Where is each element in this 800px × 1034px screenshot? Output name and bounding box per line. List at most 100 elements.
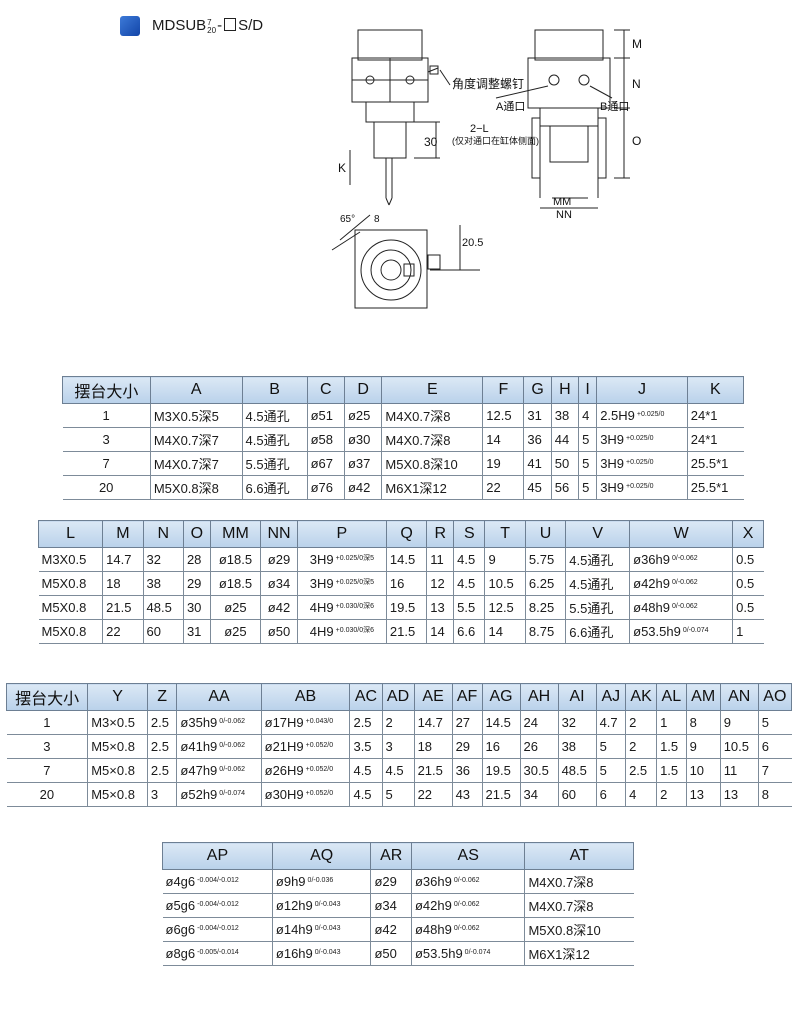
column-header: B [241, 376, 308, 404]
column-header: L [37, 520, 104, 548]
cell-value: 4 [582, 408, 590, 423]
cell-value: M3X0.5 [41, 552, 87, 567]
table-cell: 16 [481, 734, 521, 759]
table-cell: 6.6 [453, 619, 485, 644]
cell-tolerance: 0/-0.062 [453, 925, 480, 932]
table-cell: ø30H9+0.052/0 [260, 782, 350, 807]
cell-value: 22 [417, 787, 433, 802]
cell-value: 4 [629, 787, 637, 802]
cell-value: 28 [186, 552, 202, 567]
table-cell: 4H9+0.030/0深6 [296, 595, 387, 620]
cell-value: ø18.5 [218, 576, 253, 591]
table-cell: 13 [426, 595, 454, 620]
table-cell: 18 [413, 734, 453, 759]
table-cell: ø26H9+0.052/0 [260, 758, 350, 783]
cell-value: 50 [554, 456, 570, 471]
table-cell: 4.5 [453, 571, 485, 596]
cell-value: ø30 [347, 432, 371, 447]
table-cell: 3H9+0.025/0深5 [296, 571, 387, 596]
cell-value: 1 [43, 715, 51, 730]
column-header: G [523, 376, 552, 404]
column-header: Y [87, 683, 148, 711]
cell-value: 4.5 [353, 787, 372, 802]
cell-value: M3×0.5 [91, 715, 135, 730]
cell-tolerance: -0.005/-0.014 [197, 949, 239, 956]
column-header: AJ [595, 683, 627, 711]
cell-value: 14 [488, 624, 503, 639]
cell-value: ø67 [310, 456, 333, 471]
table-cell: 13 [719, 782, 759, 807]
cell-value: 6 [761, 739, 769, 754]
cell-value: M4X0.7深8 [528, 875, 594, 890]
cell-value: ø76 [310, 480, 333, 495]
table-cell: 60 [557, 782, 597, 807]
cell-value: ø47h9 [180, 763, 218, 778]
cell-value: 4.5通孔 [569, 577, 614, 592]
table-cell: 10 [685, 758, 721, 783]
column-header: F [482, 376, 525, 404]
cell-value: ø42 [347, 480, 371, 495]
cell-value: 24*1 [690, 432, 718, 447]
table-cell: 2.5 [625, 758, 657, 783]
cell-value: 32 [146, 552, 162, 567]
cell-value: ø21H9 [264, 739, 304, 754]
dim-8-label: 8 [374, 214, 380, 225]
cell-value: ø16h9 [275, 946, 313, 961]
table-cell: 14.5 [481, 710, 521, 735]
table-cell: ø18.5 [209, 547, 261, 572]
cell-value: 5 [582, 432, 590, 447]
table-cell: 1 [62, 403, 151, 428]
table-cell: M5X0.8 [38, 571, 103, 596]
cell-value: ø52h9 [180, 787, 218, 802]
dim-30-label: 30 [424, 135, 438, 149]
cell-tolerance: 0/-0.043 [314, 925, 341, 932]
table-cell: M3X0.5深5 [149, 403, 243, 428]
cell-value: 38 [554, 408, 570, 423]
column-header: AP [162, 842, 273, 870]
table-cell: 10.5 [719, 734, 759, 759]
table-cell: ø29 [370, 869, 412, 894]
port-note-label: (仅对通口在缸体侧面) [452, 135, 539, 146]
table-cell: 11 [719, 758, 759, 783]
cell-value: 22 [486, 480, 501, 495]
table-cell: 4.5 [453, 547, 485, 572]
cell-value: 10 [689, 763, 705, 778]
cell-value: M5×0.8 [91, 763, 135, 778]
cell-value: 12.5 [488, 600, 514, 615]
table-cell: 14 [426, 619, 454, 644]
cell-tolerance: +0.025/0 [626, 483, 654, 490]
table-cell: 32 [557, 710, 597, 735]
table-cell: 36 [523, 427, 552, 452]
dim-o-label: O [632, 134, 641, 148]
cell-value: 21.5 [106, 600, 132, 615]
table-cell: M5X0.8深10 [381, 451, 483, 476]
cell-value: ø26H9 [264, 763, 304, 778]
cell-value: 5.75 [528, 552, 555, 567]
cell-value: 4.5通孔 [245, 433, 290, 448]
cell-value: 43 [455, 787, 471, 802]
cell-value: M4X0.7深7 [153, 433, 219, 448]
table-cell: 7 [757, 758, 792, 783]
cell-tolerance: +0.043/0 [305, 718, 334, 725]
column-header: AM [685, 683, 721, 711]
column-header: AH [519, 683, 559, 711]
table-cell: 4.5通孔 [241, 427, 308, 452]
table-cell: M5×0.8 [87, 734, 148, 759]
table-cell: ø30 [343, 427, 382, 452]
cell-value: 19.5 [485, 763, 511, 778]
model-sup: 7 [207, 17, 212, 27]
table-cell: ø51 [306, 403, 345, 428]
table-cell: 31 [182, 619, 211, 644]
cell-value: ø29 [374, 874, 397, 889]
cell-value: M6X1深12 [528, 947, 590, 962]
cell-value: M5X0.8深10 [528, 923, 601, 938]
table-cell: ø42 [370, 917, 412, 942]
cell-value: ø30H9 [264, 787, 304, 802]
